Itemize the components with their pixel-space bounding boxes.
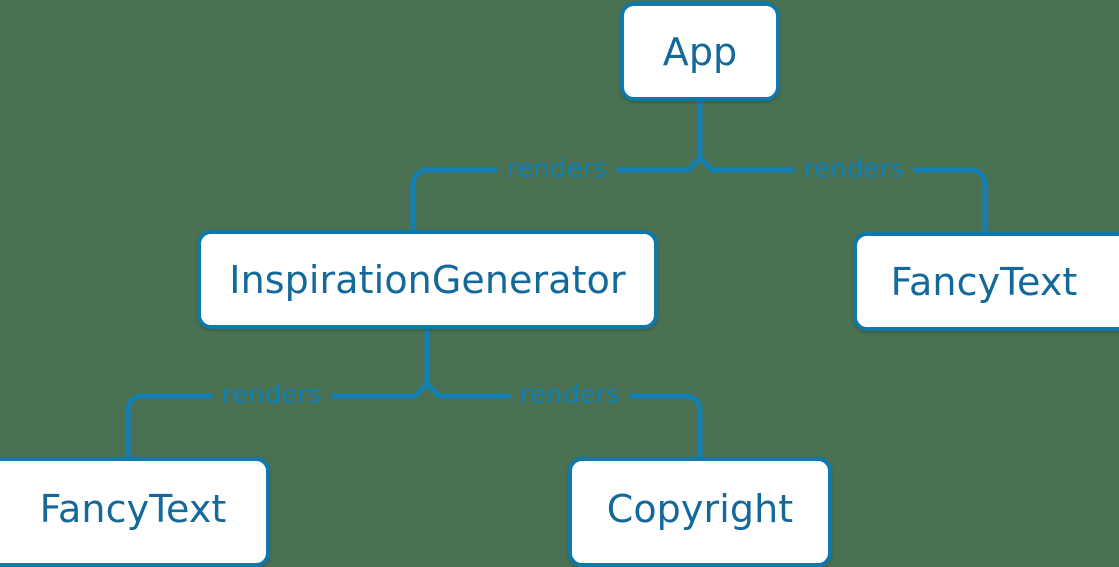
node-app[interactable]: App <box>620 2 780 101</box>
edge-label-app-inspiration: renders <box>497 156 617 182</box>
node-copyright[interactable]: Copyright <box>568 457 832 567</box>
edge-label-inspiration-copyright: renders <box>510 382 630 408</box>
node-fancytext-bottom[interactable]: FancyText <box>0 457 270 567</box>
edge-label-inspiration-fancytext: renders <box>212 382 332 408</box>
node-inspiration-generator-label: InspirationGenerator <box>229 257 626 302</box>
node-app-label: App <box>662 29 738 74</box>
edge-label-app-fancytext: renders <box>794 156 914 182</box>
node-fancytext-right[interactable]: FancyText <box>853 232 1119 331</box>
node-fancytext-bottom-label: FancyText <box>39 487 227 531</box>
node-inspiration-generator[interactable]: InspirationGenerator <box>197 230 658 329</box>
node-fancytext-right-label: FancyText <box>890 259 1078 304</box>
node-copyright-label: Copyright <box>606 487 794 531</box>
